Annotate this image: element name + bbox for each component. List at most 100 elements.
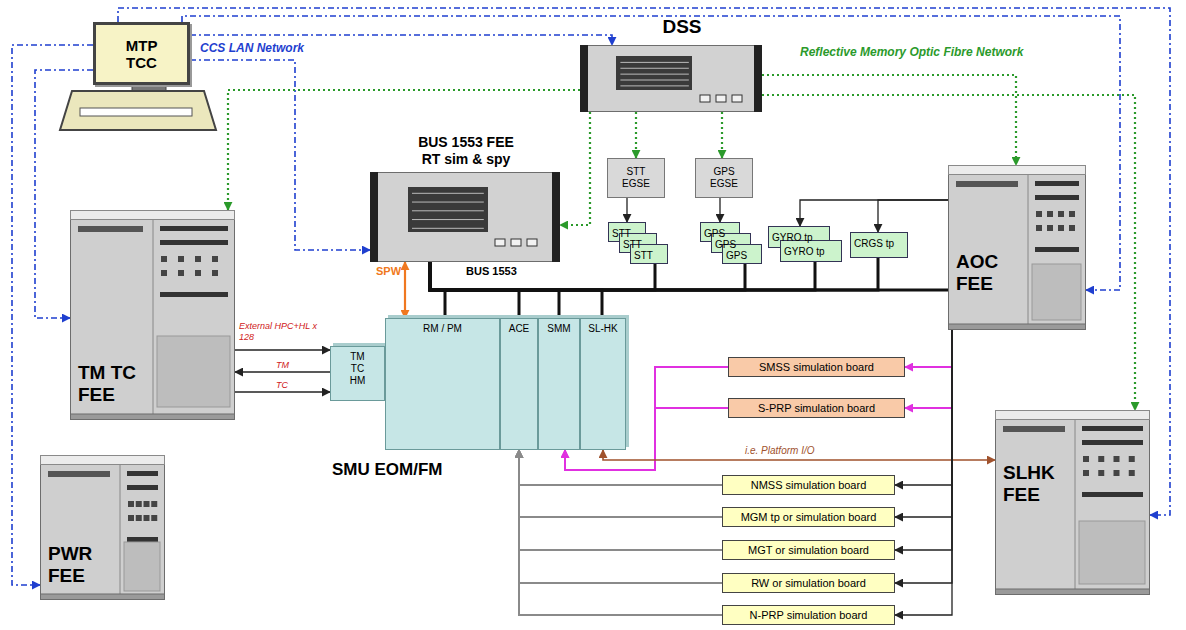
node-text: STT xyxy=(631,250,653,261)
connector xyxy=(560,112,590,225)
rack-detail xyxy=(71,211,235,220)
rack-detail xyxy=(1082,492,1143,497)
connector xyxy=(895,330,952,517)
node-text: STT EGSE xyxy=(622,166,650,190)
connector xyxy=(762,95,1135,410)
connector xyxy=(635,112,637,158)
node-text: STT xyxy=(620,239,642,250)
node-text: MGM tp or simulation board xyxy=(741,511,877,523)
rack-divider xyxy=(153,220,154,414)
simulation-board: MGT or simulation board xyxy=(722,540,895,560)
rack-detail xyxy=(41,456,165,600)
node-text: SLHK FEE xyxy=(1003,462,1069,506)
connector xyxy=(430,262,655,290)
connector xyxy=(235,391,330,392)
rack-detail xyxy=(732,95,742,102)
rack-drawing xyxy=(70,210,235,420)
rack-detail xyxy=(178,256,184,262)
rack-detail xyxy=(1079,521,1145,584)
connector xyxy=(430,258,878,290)
node-text: SMM xyxy=(539,319,579,335)
rack-detail xyxy=(1114,470,1120,476)
connector xyxy=(895,330,952,615)
node-text: N-PRP simulation board xyxy=(750,609,868,621)
simulation-board: NMSS simulation board xyxy=(722,475,895,495)
connector xyxy=(626,198,627,222)
rack-drawing xyxy=(948,165,1086,330)
rack-grill xyxy=(620,85,688,86)
rack-detail xyxy=(1069,211,1075,217)
node-text: TM TC FEE xyxy=(78,362,144,406)
simulation-board: S-PRP simulation board xyxy=(728,398,905,418)
connector-label: TC xyxy=(276,380,288,391)
rack-detail xyxy=(212,270,218,276)
rack-detail xyxy=(1114,456,1120,462)
smu-module: ACE xyxy=(500,318,538,450)
connector xyxy=(519,450,722,485)
node-text: AOC FEE xyxy=(956,251,1022,295)
connector xyxy=(190,35,612,45)
simulation-board: RW or simulation board xyxy=(722,573,895,593)
rack-grill xyxy=(620,80,688,81)
rack-detail xyxy=(151,501,157,507)
egse-box: GPS EGSE xyxy=(695,158,753,198)
drive-slot xyxy=(80,108,192,116)
equipment-card: STT xyxy=(608,222,646,242)
smu-module: SL-HK xyxy=(580,318,626,450)
rack-detail xyxy=(41,456,165,465)
rack-detail xyxy=(71,211,235,420)
rack-detail xyxy=(996,589,1150,595)
rack-unit: BUS 1553 FEE RT sim & spy xyxy=(370,172,560,262)
connector-label: SPW xyxy=(376,266,401,277)
rack-drawing xyxy=(40,455,165,600)
rack-detail xyxy=(1036,225,1042,231)
node-text: NMSS simulation board xyxy=(751,479,867,491)
rack-detail xyxy=(127,537,158,542)
connector xyxy=(762,75,1016,165)
node-text: DSS xyxy=(652,18,712,35)
keyboard-base xyxy=(60,91,216,130)
node-text: CRGS tp xyxy=(851,238,894,249)
rack-detail xyxy=(949,324,1086,330)
rack-detail xyxy=(48,471,110,477)
connector xyxy=(519,450,722,517)
node-text: MGT or simulation board xyxy=(748,544,869,556)
node-text: SL-HK xyxy=(581,319,625,335)
connector xyxy=(228,90,580,210)
rack-detail xyxy=(552,172,560,262)
rack-detail xyxy=(1047,211,1053,217)
node-text: PWR FEE xyxy=(48,543,114,587)
connector xyxy=(190,60,370,250)
rack-grill xyxy=(412,210,484,211)
equipment-card: GYRO tp xyxy=(780,240,842,262)
rack-detail xyxy=(78,226,143,232)
connector xyxy=(721,112,723,158)
network-label: CCS LAN Network xyxy=(200,41,304,55)
rack-detail xyxy=(1036,211,1042,217)
connector-label: i.e. Platform I/O xyxy=(745,445,814,456)
connector-label: TM xyxy=(276,360,289,371)
rack-detail xyxy=(956,181,1018,187)
rack-cabinet: TM TC FEE xyxy=(70,210,235,420)
connector xyxy=(905,330,952,408)
rack-drawing xyxy=(580,45,762,112)
rack-divider xyxy=(1028,175,1029,324)
rack-detail xyxy=(527,239,537,246)
node-text: GYRO tp xyxy=(769,232,813,243)
equipment-card: GPS xyxy=(722,244,762,264)
rack-detail xyxy=(160,292,228,297)
connector xyxy=(12,45,93,585)
rack-drawing xyxy=(995,410,1150,595)
node-text: RW or simulation board xyxy=(751,577,866,589)
connector xyxy=(235,371,330,372)
connector xyxy=(895,330,952,550)
simulation-board: SMSS simulation board xyxy=(728,357,905,377)
rack-detail xyxy=(1069,225,1075,231)
connector xyxy=(519,450,722,583)
rack-grill xyxy=(412,228,484,229)
rack-detail xyxy=(161,270,167,276)
rack-detail xyxy=(41,594,165,600)
